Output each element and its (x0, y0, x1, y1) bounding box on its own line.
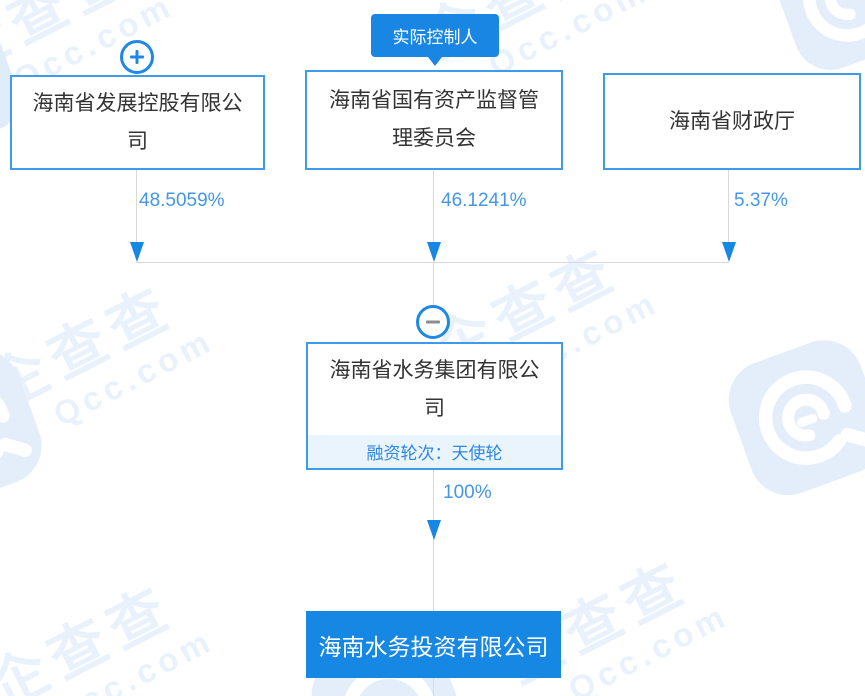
connector-line-horizontal (136, 262, 729, 263)
percent-label-3: 5.37% (734, 190, 788, 211)
actual-controller-badge-label: 实际控制人 (392, 28, 478, 47)
target-company-box[interactable]: 海南水务投资有限公司 (306, 611, 561, 678)
arrow-down-icon (130, 242, 144, 262)
plus-vertical-bar (135, 50, 139, 64)
shareholder-name-2: 海南省国有资产监督管理委员会 (329, 89, 539, 150)
minus-bar (426, 320, 440, 324)
shareholder-name-3: 海南省财政厅 (669, 109, 795, 133)
percent-label-target: 100% (443, 482, 492, 503)
connector-line-shareholder-3 (728, 170, 729, 244)
shareholder-box-2[interactable]: 海南省国有资产监督管理委员会 (305, 70, 563, 170)
arrow-down-icon (427, 242, 441, 262)
shareholder-box-3[interactable]: 海南省财政厅 (603, 73, 861, 170)
expand-plus-icon[interactable] (120, 40, 154, 74)
arrow-down-icon (427, 520, 441, 540)
collapse-minus-icon[interactable] (416, 305, 450, 339)
connector-line-below-target (433, 678, 434, 696)
qcc-watermark: 企查查 Qcc.com (0, 274, 220, 434)
financing-round-strip: 融资轮次：天使轮 (308, 435, 561, 468)
shareholder-box-1[interactable]: 海南省发展控股有限公司 (10, 75, 265, 170)
qcc-watermark: 企查查 Qcc.com (0, 574, 220, 696)
actual-controller-badge: 实际控制人 (371, 14, 499, 57)
connector-line-shareholder-2 (433, 170, 434, 244)
percent-label-2: 46.1241% (441, 190, 527, 211)
intermediate-company-box[interactable]: 海南省水务集团有限公司 融资轮次：天使轮 (306, 342, 563, 470)
target-company-name: 海南水务投资有限公司 (318, 633, 549, 660)
badge-pointer-icon (428, 57, 442, 66)
connector-line-to-intermediate (433, 262, 434, 306)
qcc-logo-watermark-icon (710, 322, 865, 519)
shareholder-name-1: 海南省发展控股有限公司 (32, 91, 243, 153)
financing-round-label: 融资轮次：天使轮 (366, 444, 503, 463)
connector-line-shareholder-1 (136, 170, 137, 244)
percent-label-1: 48.5059% (139, 190, 225, 211)
qcc-logo-watermark-icon (0, 332, 62, 529)
arrow-down-icon (722, 242, 736, 262)
intermediate-company-name: 海南省水务集团有限公司 (329, 358, 540, 420)
connector-line-to-target (433, 470, 434, 611)
